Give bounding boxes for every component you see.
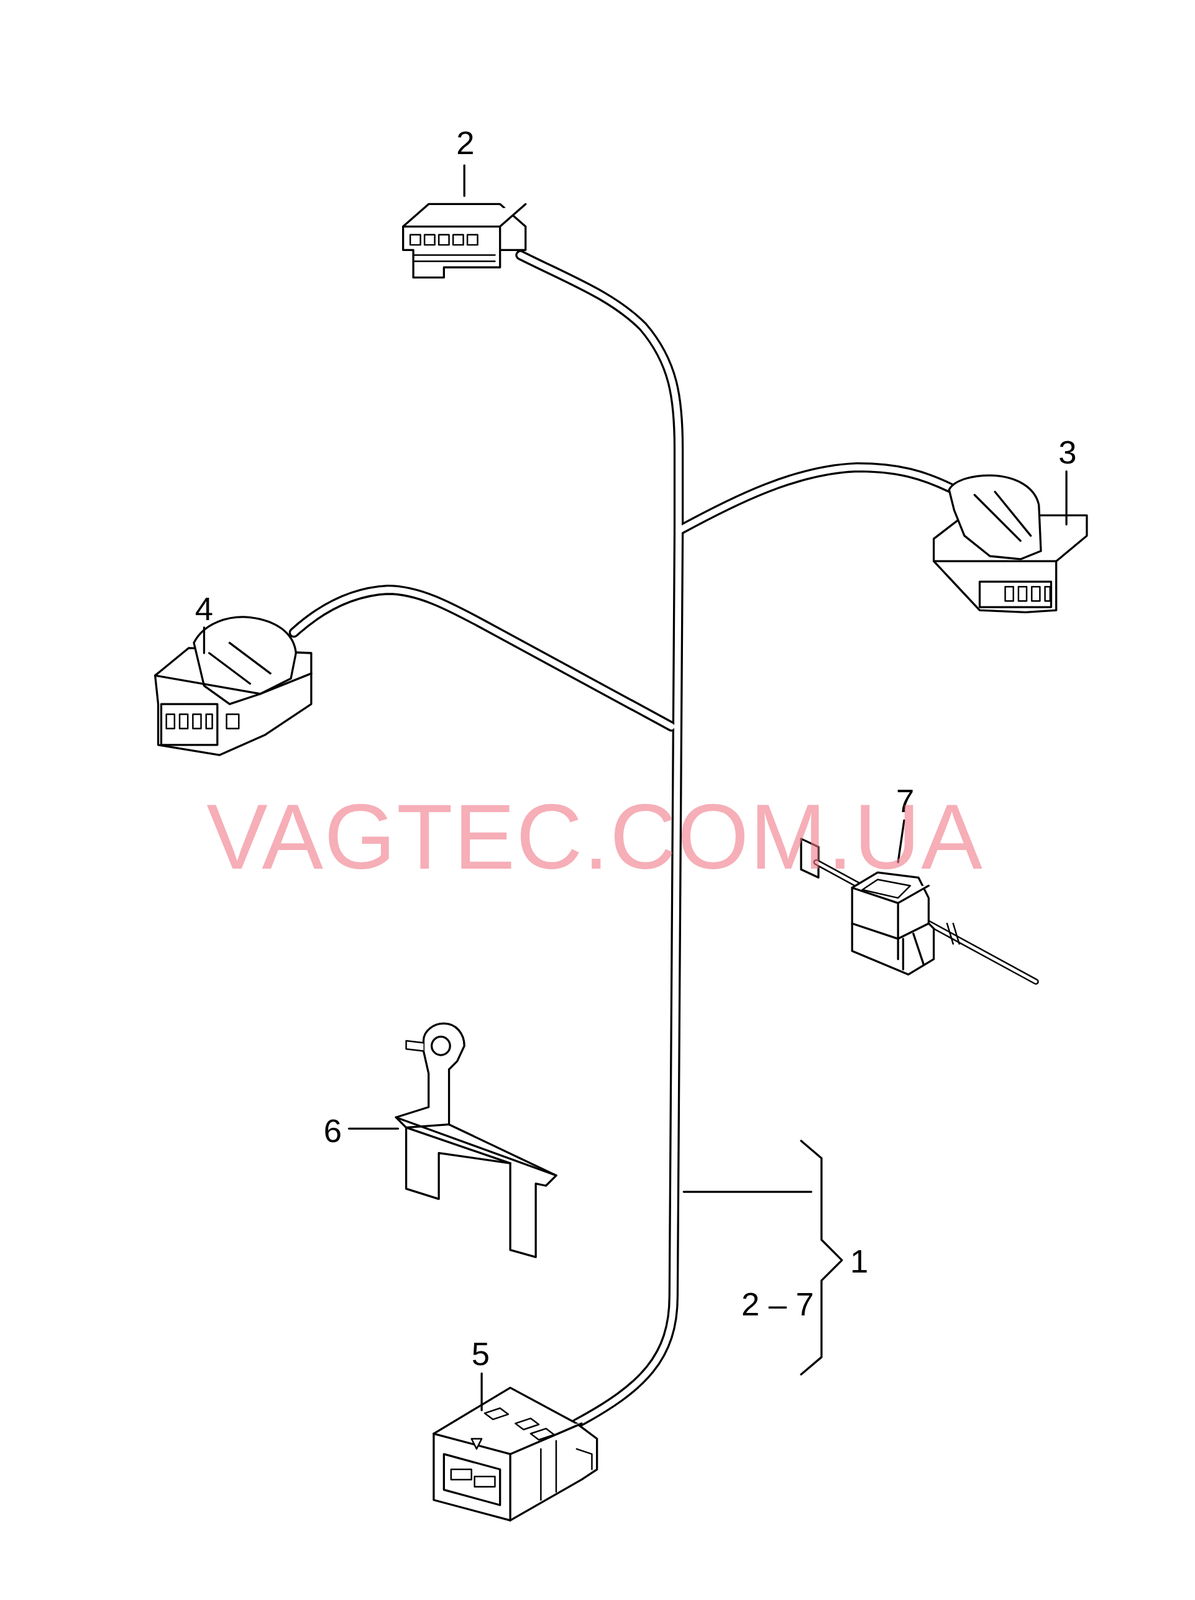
callout-number: 3	[1058, 435, 1077, 469]
bracket-6	[395, 1023, 557, 1258]
callout-number: 6	[323, 1114, 342, 1148]
connector-3	[934, 475, 1087, 613]
callout-number: 4	[195, 592, 214, 626]
callout-number: 1	[850, 1244, 869, 1278]
connector-4	[155, 617, 312, 756]
callout-number: 5	[471, 1337, 490, 1371]
callout-number: 2	[456, 126, 475, 160]
connector-5	[433, 1387, 598, 1521]
connector-2	[403, 203, 526, 278]
group-range: 2 – 7	[741, 1287, 815, 1321]
leader-lines	[203, 165, 1067, 1411]
group-brace	[801, 1140, 843, 1375]
watermark: VAGTEC.COM.UA	[206, 791, 984, 884]
